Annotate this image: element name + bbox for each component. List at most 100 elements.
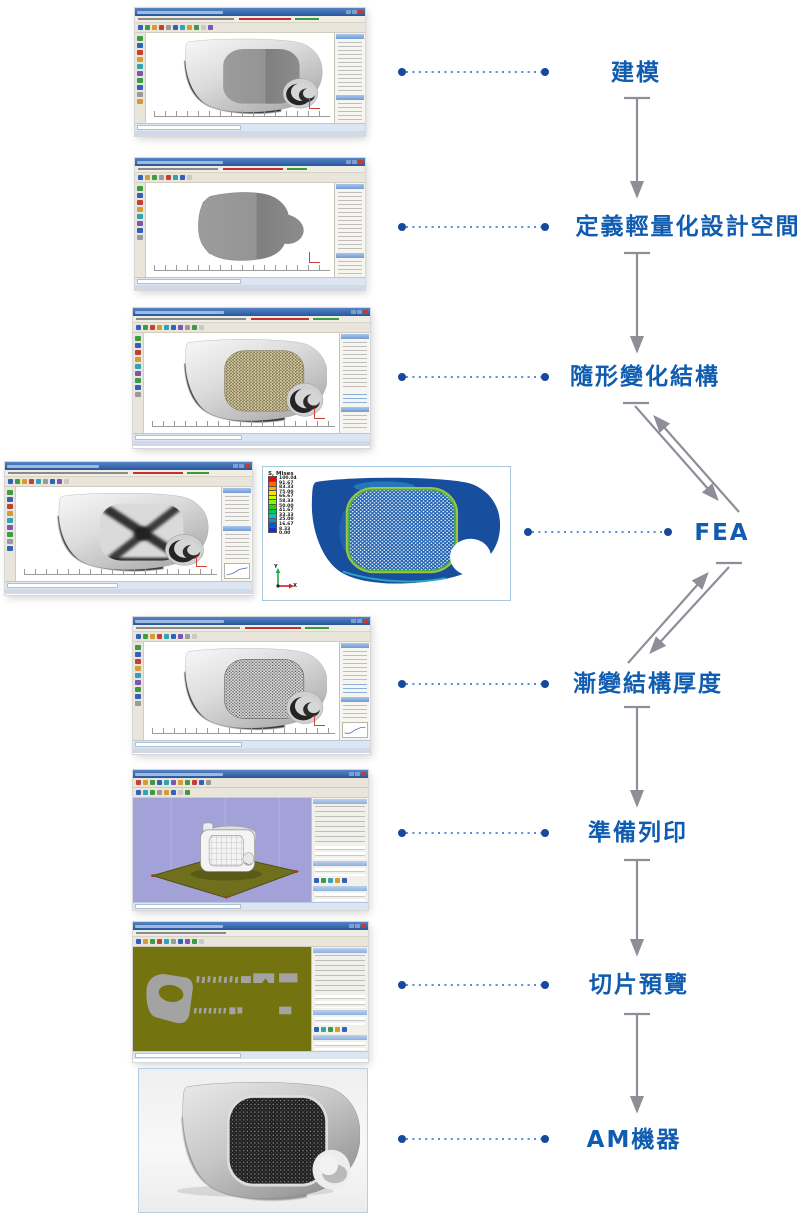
thickness-curve-widget bbox=[342, 722, 368, 738]
toolbar bbox=[133, 937, 368, 947]
menu-bar bbox=[135, 16, 365, 23]
x-axis-label: X bbox=[293, 583, 297, 589]
viewport bbox=[146, 33, 334, 123]
title-bar bbox=[135, 158, 365, 166]
title-bar bbox=[133, 617, 370, 625]
slice-cross-sections bbox=[146, 973, 298, 1024]
step-label-print-prep: 準備列印 bbox=[588, 820, 688, 846]
viewport bbox=[146, 183, 334, 277]
lattice-part-drawing bbox=[184, 339, 328, 423]
status-bar bbox=[5, 581, 252, 589]
toolbar bbox=[135, 23, 365, 33]
status-bar bbox=[135, 123, 365, 131]
printed-part-drawing bbox=[176, 1082, 361, 1201]
axis-icon bbox=[196, 556, 207, 567]
model-tree-panel bbox=[339, 642, 370, 740]
stress-contour-drawing bbox=[311, 478, 500, 584]
model-tree-panel bbox=[339, 333, 370, 433]
design-space-drawing bbox=[198, 192, 304, 261]
step-label-slice-preview: 切片預覽 bbox=[589, 972, 689, 998]
screenshot-conformal-lattice bbox=[133, 308, 370, 448]
toolbar-row1 bbox=[133, 778, 368, 788]
toolbar-row2 bbox=[133, 788, 368, 798]
y-axis-label: Y bbox=[274, 564, 278, 570]
screenshot-slice-preview bbox=[133, 922, 368, 1062]
close-icon bbox=[363, 310, 368, 314]
axis-triad-icon: Y X bbox=[273, 564, 297, 590]
title-bar bbox=[133, 922, 368, 930]
toolbar bbox=[133, 323, 370, 333]
viewport bbox=[144, 333, 339, 433]
close-icon bbox=[358, 10, 363, 14]
screenshot-design-space bbox=[135, 158, 365, 290]
viewport bbox=[144, 642, 339, 740]
axis-icon bbox=[309, 98, 320, 109]
status-bar bbox=[135, 277, 365, 285]
screenshot-topology-optimization bbox=[5, 462, 252, 595]
status-bar bbox=[133, 902, 368, 910]
legend-title: S, Mises bbox=[268, 471, 294, 477]
side-toolbar bbox=[133, 642, 144, 740]
side-toolbar bbox=[135, 33, 146, 123]
step-label-am-machine: AM機器 bbox=[586, 1127, 682, 1153]
close-icon bbox=[361, 924, 366, 928]
menu-bar bbox=[5, 470, 252, 477]
close-icon bbox=[361, 772, 366, 776]
ruler bbox=[151, 421, 336, 427]
slice-drawing bbox=[146, 973, 298, 1024]
viewport bbox=[16, 487, 221, 581]
close-icon bbox=[245, 464, 250, 468]
title-bar bbox=[135, 8, 365, 16]
model-tree-panel bbox=[334, 33, 365, 123]
response-curve-widget bbox=[224, 563, 250, 579]
step-label-graded: 漸變結構厚度 bbox=[573, 671, 723, 697]
side-toolbar bbox=[133, 333, 144, 433]
close-icon bbox=[363, 619, 368, 623]
build-scene-drawing bbox=[150, 798, 300, 899]
status-bar bbox=[133, 1051, 368, 1059]
topology-result-drawing bbox=[58, 492, 209, 572]
ruler bbox=[24, 569, 217, 575]
window-buttons bbox=[346, 10, 363, 14]
slice-settings-panel bbox=[311, 947, 368, 1051]
screenshot-graded-lattice bbox=[133, 617, 370, 754]
menu-bar bbox=[133, 930, 368, 937]
side-toolbar bbox=[5, 487, 16, 581]
toolbar bbox=[5, 477, 252, 487]
status-bar bbox=[133, 740, 370, 748]
slice-viewport bbox=[133, 947, 311, 1051]
title-bar bbox=[133, 770, 368, 778]
screenshot-modeling bbox=[135, 8, 365, 136]
step-label-design-space: 定義輕量化設計空間 bbox=[575, 214, 800, 240]
graded-lattice-drawing bbox=[184, 648, 328, 730]
menu-bar bbox=[133, 316, 370, 323]
step-label-fea: FEA bbox=[694, 520, 750, 546]
status-bar bbox=[133, 433, 370, 441]
axis-icon bbox=[314, 408, 325, 419]
ruler bbox=[153, 111, 331, 117]
step-arrows bbox=[624, 96, 650, 1114]
photo-am-part bbox=[138, 1068, 368, 1213]
menu-bar bbox=[133, 625, 370, 632]
part-drawing bbox=[184, 38, 323, 114]
ruler bbox=[153, 265, 331, 271]
part-on-platform bbox=[200, 822, 257, 872]
model-tree-panel bbox=[334, 183, 365, 277]
toolbar bbox=[133, 632, 370, 642]
title-bar bbox=[5, 462, 252, 470]
menu-bar bbox=[135, 166, 365, 173]
build-viewport bbox=[133, 798, 311, 902]
properties-panel bbox=[221, 487, 252, 581]
title-bar bbox=[133, 308, 370, 316]
close-icon bbox=[358, 160, 363, 164]
step-label-conformal: 隨形變化結構 bbox=[570, 364, 720, 390]
ruler bbox=[151, 728, 336, 734]
toolbar bbox=[135, 173, 365, 183]
axis-icon bbox=[314, 715, 325, 726]
axis-icon bbox=[309, 252, 320, 263]
